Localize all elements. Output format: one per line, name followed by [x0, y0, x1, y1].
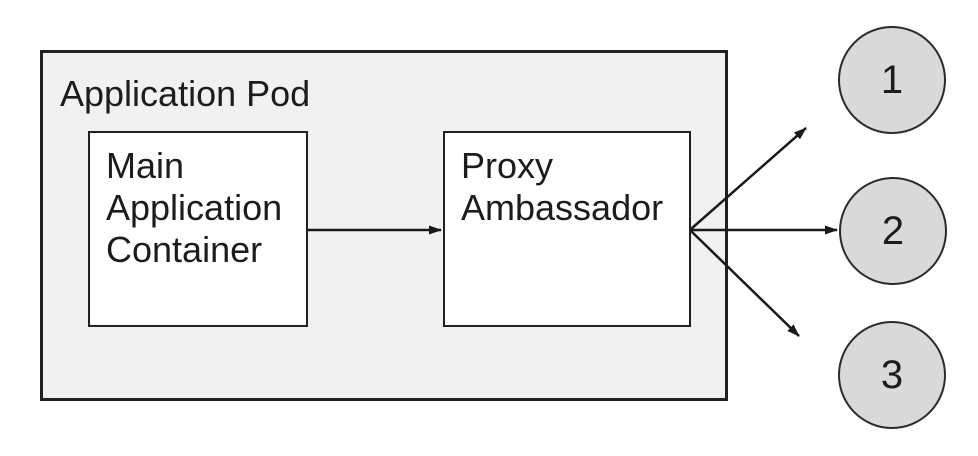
endpoint-circle-1: 1	[838, 26, 946, 134]
endpoint-3-label: 3	[880, 353, 904, 397]
endpoint-circle-2: 2	[839, 177, 947, 285]
proxy-ambassador-label: Proxy Ambassador	[461, 145, 664, 228]
endpoint-2-label: 2	[881, 209, 905, 253]
main-application-container-label: Main Application Container	[106, 145, 283, 270]
node-proxy-ambassador: Proxy Ambassador	[443, 131, 691, 327]
node-main-application-container: Main Application Container	[88, 131, 308, 327]
endpoint-1-label: 1	[880, 58, 904, 102]
application-pod-label: Application Pod	[60, 73, 311, 114]
endpoint-circle-3: 3	[838, 321, 946, 429]
